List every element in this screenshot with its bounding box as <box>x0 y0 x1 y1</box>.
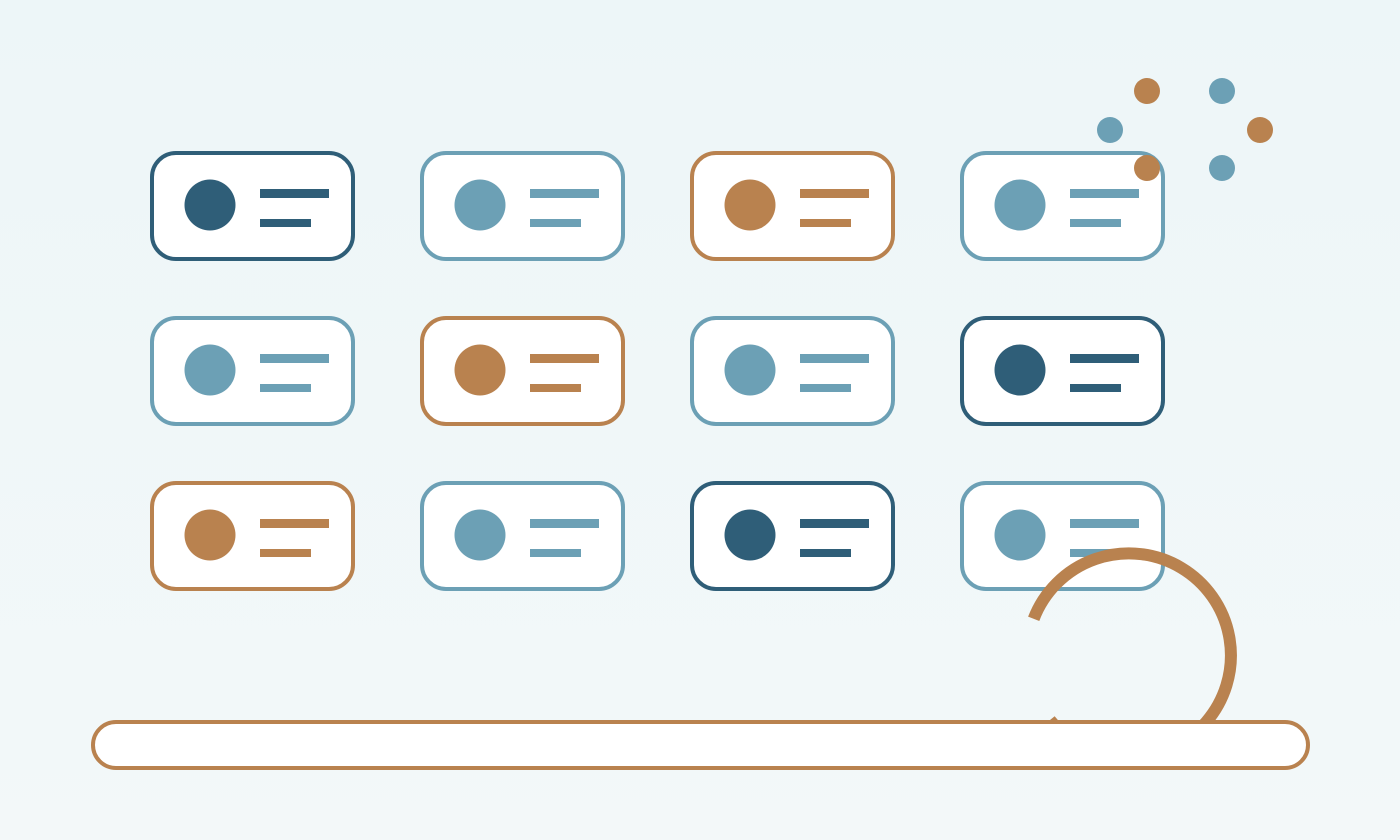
text-line-short <box>1070 384 1121 392</box>
avatar-icon <box>994 179 1046 231</box>
avatar-icon <box>724 344 776 396</box>
card-item[interactable] <box>420 151 625 261</box>
text-line-long <box>800 354 869 363</box>
text-line-long <box>260 354 329 363</box>
text-line-short <box>800 549 851 557</box>
text-line-short <box>260 549 311 557</box>
card-grid <box>150 151 1165 591</box>
avatar-icon <box>994 509 1046 561</box>
card-frame <box>420 316 625 426</box>
dot <box>1097 117 1123 143</box>
text-line-long <box>800 189 869 198</box>
text-line-long <box>530 519 599 528</box>
card-frame <box>960 316 1165 426</box>
dot <box>1209 78 1235 104</box>
avatar-icon <box>724 179 776 231</box>
card-item[interactable] <box>690 481 895 591</box>
avatar-icon <box>994 344 1046 396</box>
avatar-icon <box>454 179 506 231</box>
card-frame <box>420 151 625 261</box>
avatar-icon <box>184 509 236 561</box>
text-line-long <box>1070 189 1139 198</box>
card-item[interactable] <box>150 481 355 591</box>
card-item[interactable] <box>150 151 355 261</box>
card-item[interactable] <box>690 151 895 261</box>
dot <box>1134 155 1160 181</box>
text-line-long <box>800 519 869 528</box>
avatar-icon <box>454 344 506 396</box>
text-line-long <box>530 189 599 198</box>
card-frame <box>150 316 355 426</box>
card-frame <box>690 316 895 426</box>
search-bar[interactable] <box>91 720 1310 770</box>
decorative-dots <box>1097 78 1273 181</box>
card-item[interactable] <box>420 316 625 426</box>
text-line-short <box>800 384 851 392</box>
text-line-short <box>530 384 581 392</box>
card-frame <box>960 481 1165 591</box>
text-line-long <box>260 519 329 528</box>
avatar-icon <box>454 509 506 561</box>
text-line-long <box>1070 354 1139 363</box>
card-frame <box>420 481 625 591</box>
card-frame <box>690 151 895 261</box>
card-item[interactable] <box>420 481 625 591</box>
text-line-long <box>260 189 329 198</box>
avatar-icon <box>184 344 236 396</box>
card-frame <box>690 481 895 591</box>
text-line-short <box>260 219 311 227</box>
dot <box>1247 117 1273 143</box>
text-line-short <box>530 549 581 557</box>
text-line-short <box>530 219 581 227</box>
card-frame <box>150 481 355 591</box>
loading-spinner <box>91 547 1310 770</box>
avatar-icon <box>184 179 236 231</box>
text-line-short <box>260 384 311 392</box>
text-line-short <box>800 219 851 227</box>
card-item[interactable] <box>690 316 895 426</box>
dot <box>1209 155 1235 181</box>
card-frame <box>960 151 1165 261</box>
text-line-long <box>530 354 599 363</box>
card-item[interactable] <box>150 316 355 426</box>
avatar-icon <box>724 509 776 561</box>
dot <box>1134 78 1160 104</box>
card-frame <box>150 151 355 261</box>
card-item[interactable] <box>960 316 1165 426</box>
card-item[interactable] <box>960 151 1165 261</box>
text-line-long <box>1070 519 1139 528</box>
text-line-short <box>1070 219 1121 227</box>
